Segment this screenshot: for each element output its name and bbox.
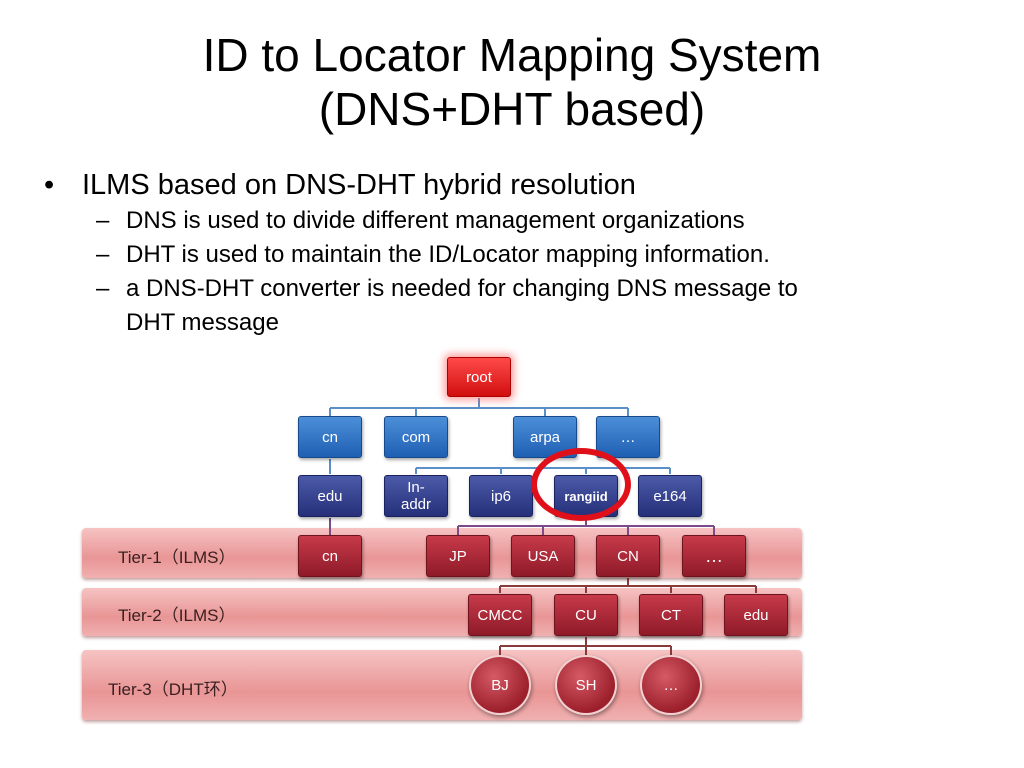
highlight-circle — [531, 448, 631, 521]
bullet-dot-icon: • — [44, 169, 55, 201]
node-cu: CU — [554, 594, 618, 636]
node-e164: e164 — [638, 475, 702, 517]
node-edu-top: edu — [298, 475, 362, 517]
dash-icon: – — [96, 207, 110, 234]
node-in-addr-line-2: addr — [400, 496, 432, 513]
tier-2-label: Tier-2（ILMS） — [118, 606, 236, 625]
title-line-2: (DNS+DHT based) — [318, 83, 706, 135]
node-more-tier1: … — [682, 535, 746, 577]
rangiid-connector — [457, 518, 715, 535]
sub-bullet-1: – DNS is used to divide different manage… — [44, 204, 1004, 238]
tier-1-label: Tier-1（ILMS） — [118, 548, 236, 567]
tier-3-label: Tier-3（DHT环） — [108, 680, 238, 699]
title-line-1: ID to Locator Mapping System — [202, 29, 822, 81]
node-in-addr-line-1: In- — [407, 479, 425, 496]
node-bj: BJ — [469, 655, 531, 715]
dash-icon: – — [96, 275, 110, 302]
bullet-main-text: ILMS based on DNS-DHT hybrid resolution — [82, 169, 636, 201]
bullet-main: • ILMS based on DNS-DHT hybrid resolutio… — [44, 166, 1004, 204]
node-more-tier3: … — [640, 655, 702, 715]
sub-bullet-3-text: a DNS-DHT converter is needed for changi… — [126, 275, 798, 302]
bullet-list: • ILMS based on DNS-DHT hybrid resolutio… — [44, 166, 1004, 340]
node-edu-tier2: edu — [724, 594, 788, 636]
node-ct: CT — [639, 594, 703, 636]
node-jp: JP — [426, 535, 490, 577]
cu-tier3-connector — [499, 637, 672, 656]
sub-bullet-1-text: DNS is used to divide different manageme… — [126, 207, 745, 234]
node-ip6: ip6 — [469, 475, 533, 517]
sub-bullet-3-continued-text: DHT message — [126, 309, 279, 336]
node-in-addr: In- addr — [384, 475, 448, 517]
sub-bullet-3: – a DNS-DHT converter is needed for chan… — [44, 272, 1004, 306]
node-cn-top: cn — [298, 416, 362, 458]
slide-title: ID to Locator Mapping System (DNS+DHT ba… — [0, 28, 1024, 136]
node-cn-tier1: cn — [298, 535, 362, 577]
node-usa: USA — [511, 535, 575, 577]
cn-tier2-connector — [499, 578, 757, 593]
node-cn-caps: CN — [596, 535, 660, 577]
root-connector — [329, 398, 629, 416]
sub-bullet-2-text: DHT is used to maintain the ID/Locator m… — [126, 241, 770, 268]
node-com: com — [384, 416, 448, 458]
node-cmcc: CMCC — [468, 594, 532, 636]
sub-bullet-3-continued: DHT message — [44, 306, 1004, 340]
node-root: root — [447, 357, 511, 397]
node-sh: SH — [555, 655, 617, 715]
node-more-top: … — [596, 416, 660, 458]
sub-bullet-2: – DHT is used to maintain the ID/Locator… — [44, 238, 1004, 272]
dash-icon: – — [96, 241, 110, 268]
